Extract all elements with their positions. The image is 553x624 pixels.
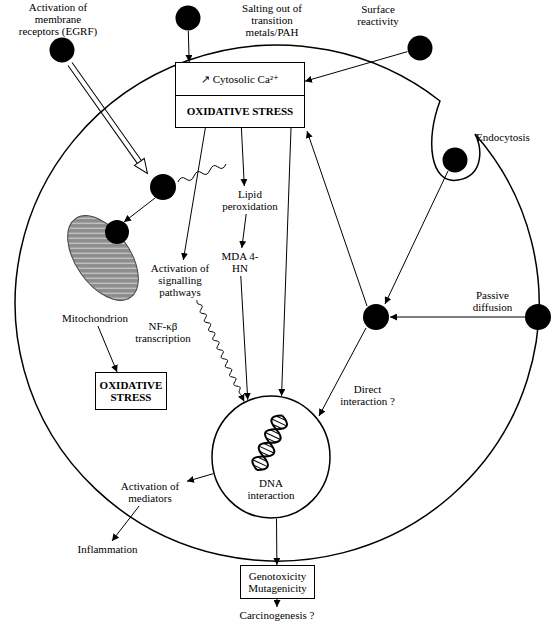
node-text: MDA 4-HN	[220, 250, 260, 274]
node-label: Endocytosis	[468, 131, 538, 143]
process-box: Genotoxicity Mutagenicity	[240, 565, 315, 599]
node-text: OXIDATIVE STRESS	[96, 373, 166, 409]
node-text: ↗ Cytosolic Ca²⁺	[176, 63, 304, 96]
dna-rungs	[251, 415, 289, 471]
text-node: Lipid peroxidation	[215, 188, 285, 212]
particle: Surface reactivity	[407, 35, 433, 61]
node-text: Carcinogenesis ?	[232, 609, 322, 621]
arrow-connector	[241, 276, 248, 400]
process-box: ↗ Cytosolic Ca²⁺OXIDATIVE STRESS	[175, 62, 305, 128]
nucleus: DNA interaction	[211, 395, 331, 519]
receptor-arrow	[65, 61, 152, 177]
particle-dot	[176, 6, 201, 31]
wavy-line	[178, 164, 226, 182]
arrow-connector	[241, 128, 244, 186]
edge-label: NF-κβ transcription	[128, 320, 198, 344]
particle: Activation of membrane receptors (EGRF)	[49, 37, 75, 63]
wavy-connector	[197, 300, 244, 402]
text-node: Activation of mediators	[115, 480, 185, 504]
free-label: Direct interaction ?	[335, 383, 400, 407]
double-line	[68, 63, 141, 164]
arrow-connector	[188, 31, 190, 62]
node-text: Genotoxicity Mutagenicity	[241, 566, 314, 598]
particle	[105, 220, 129, 244]
dna-strand	[250, 412, 290, 473]
arrow-connector	[187, 474, 213, 482]
node-text: OXIDATIVE STRESS	[176, 96, 304, 128]
arrow-connector	[276, 519, 277, 565]
free-label: Passive diffusion	[465, 289, 520, 313]
text-node: Mitochondrion	[55, 312, 135, 324]
arrow-connector	[98, 326, 117, 372]
particle-dot	[443, 148, 468, 173]
dna-strand	[250, 412, 290, 473]
arrow-connector	[305, 52, 408, 82]
particle-dot	[408, 36, 433, 61]
node-label: Salting out of transition metals/PAH	[227, 2, 317, 38]
arrow-connector	[242, 214, 246, 248]
particle-dot	[50, 38, 75, 63]
node-text: Activation of signalling pathways	[140, 262, 220, 298]
particle: Salting out of transition metals/PAH	[175, 5, 201, 31]
particle	[150, 174, 176, 200]
dna-helix	[250, 412, 290, 473]
particle-shape	[407, 35, 433, 61]
particle-shape	[442, 147, 468, 173]
node-label: Activation of membrane receptors (EGRF)	[17, 1, 99, 37]
mitochondrion-shape	[53, 203, 152, 313]
particle-shape	[175, 5, 201, 31]
node-text: Lipid peroxidation	[215, 188, 285, 212]
arrow-connector	[112, 506, 139, 541]
particle	[525, 304, 551, 330]
particle: Endocytosis	[442, 147, 468, 173]
node-label: Surface reactivity	[348, 3, 408, 27]
particle	[363, 304, 389, 330]
arrow-connector	[183, 128, 205, 260]
text-node: Activation of signalling pathways	[140, 262, 220, 298]
arrow-line	[307, 131, 367, 306]
arrow-connector	[277, 599, 278, 607]
text-node: MDA 4-HN	[220, 250, 260, 274]
arrow-line	[385, 171, 448, 304]
arrow-line	[390, 317, 525, 318]
particle-shape	[49, 37, 75, 63]
cell-membrane	[15, 45, 539, 561]
nucleus-ellipse	[212, 396, 330, 518]
text-node: Inflammation	[70, 543, 145, 555]
text-node: Carcinogenesis ?	[232, 609, 322, 621]
arrow-connector	[282, 128, 291, 396]
process-box: OXIDATIVE STRESS	[95, 372, 167, 410]
hollow-head	[134, 158, 152, 176]
node-text: Activation of mediators	[115, 480, 185, 504]
node-text: Inflammation	[70, 543, 145, 555]
node-text: Mitochondrion	[55, 312, 135, 324]
arrow-line	[124, 198, 155, 222]
node-label: DNA interaction	[241, 477, 301, 501]
